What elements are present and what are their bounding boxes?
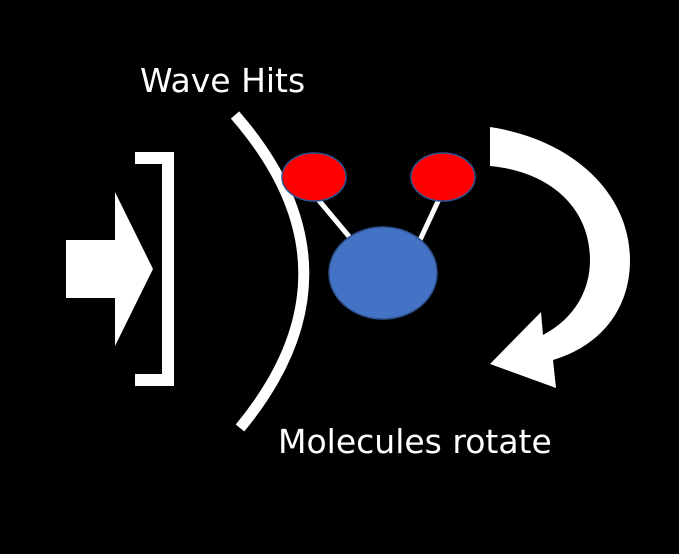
right-arrow-icon [66, 192, 153, 346]
curved-rotation-arrow-icon [490, 127, 630, 388]
curved-wave-icon [230, 111, 310, 432]
right-hydrogen-atom [410, 152, 476, 202]
bracket-shape [135, 152, 174, 386]
right-bond [417, 195, 443, 242]
wave-hits-label: Wave Hits [140, 61, 306, 100]
left-bond [314, 195, 354, 242]
oxygen-atom [328, 226, 438, 320]
molecules-rotate-label: Molecules rotate [278, 422, 552, 461]
left-hydrogen-atom [281, 152, 347, 202]
